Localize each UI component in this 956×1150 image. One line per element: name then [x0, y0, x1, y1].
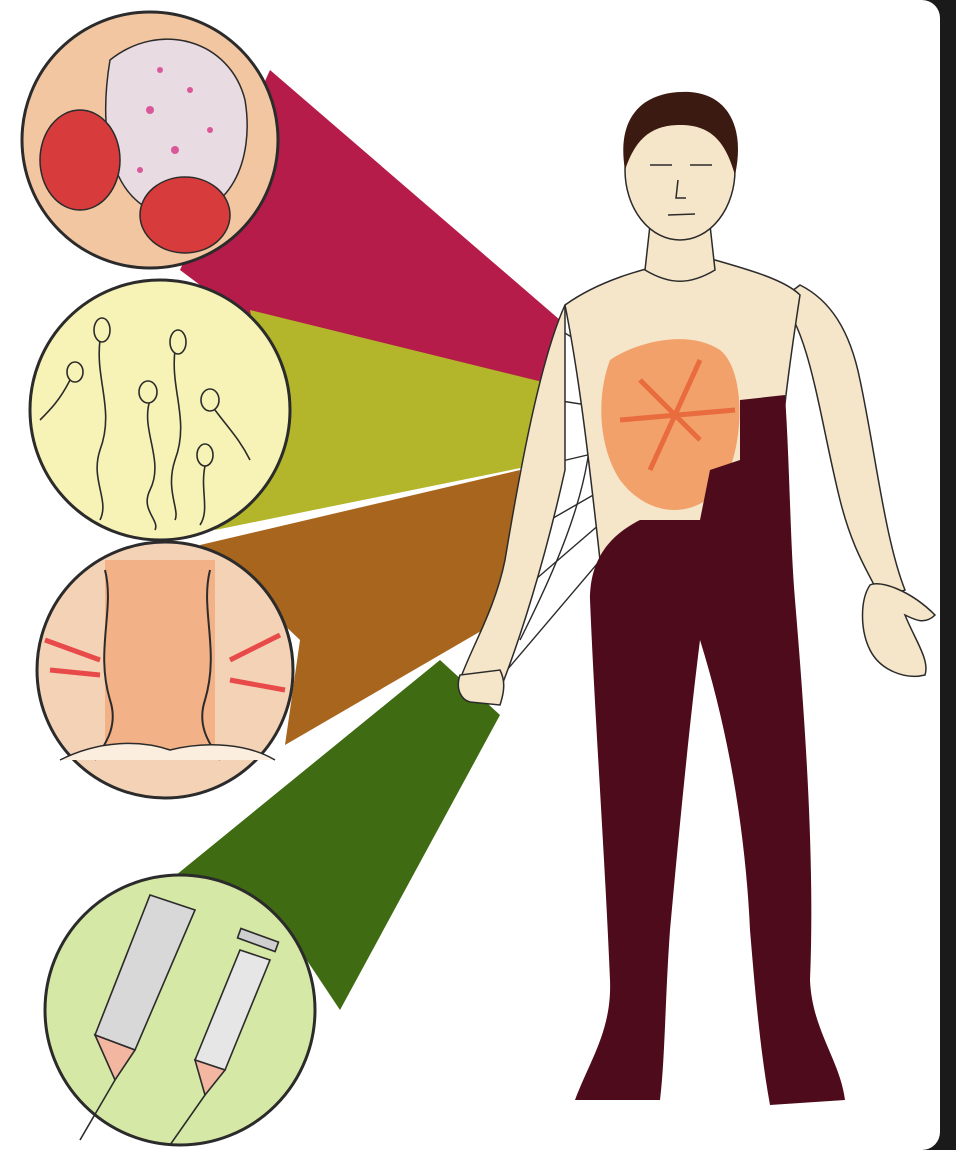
right-hand — [863, 584, 936, 677]
right-edge — [940, 0, 956, 1150]
left-hand — [458, 670, 503, 705]
syringe-closeup — [45, 875, 315, 1145]
sperm-closeup — [30, 280, 290, 540]
right-arm — [780, 285, 905, 600]
tissue-closeup — [22, 12, 278, 268]
urethra-closeup — [37, 542, 293, 798]
human-figure — [458, 92, 935, 1105]
